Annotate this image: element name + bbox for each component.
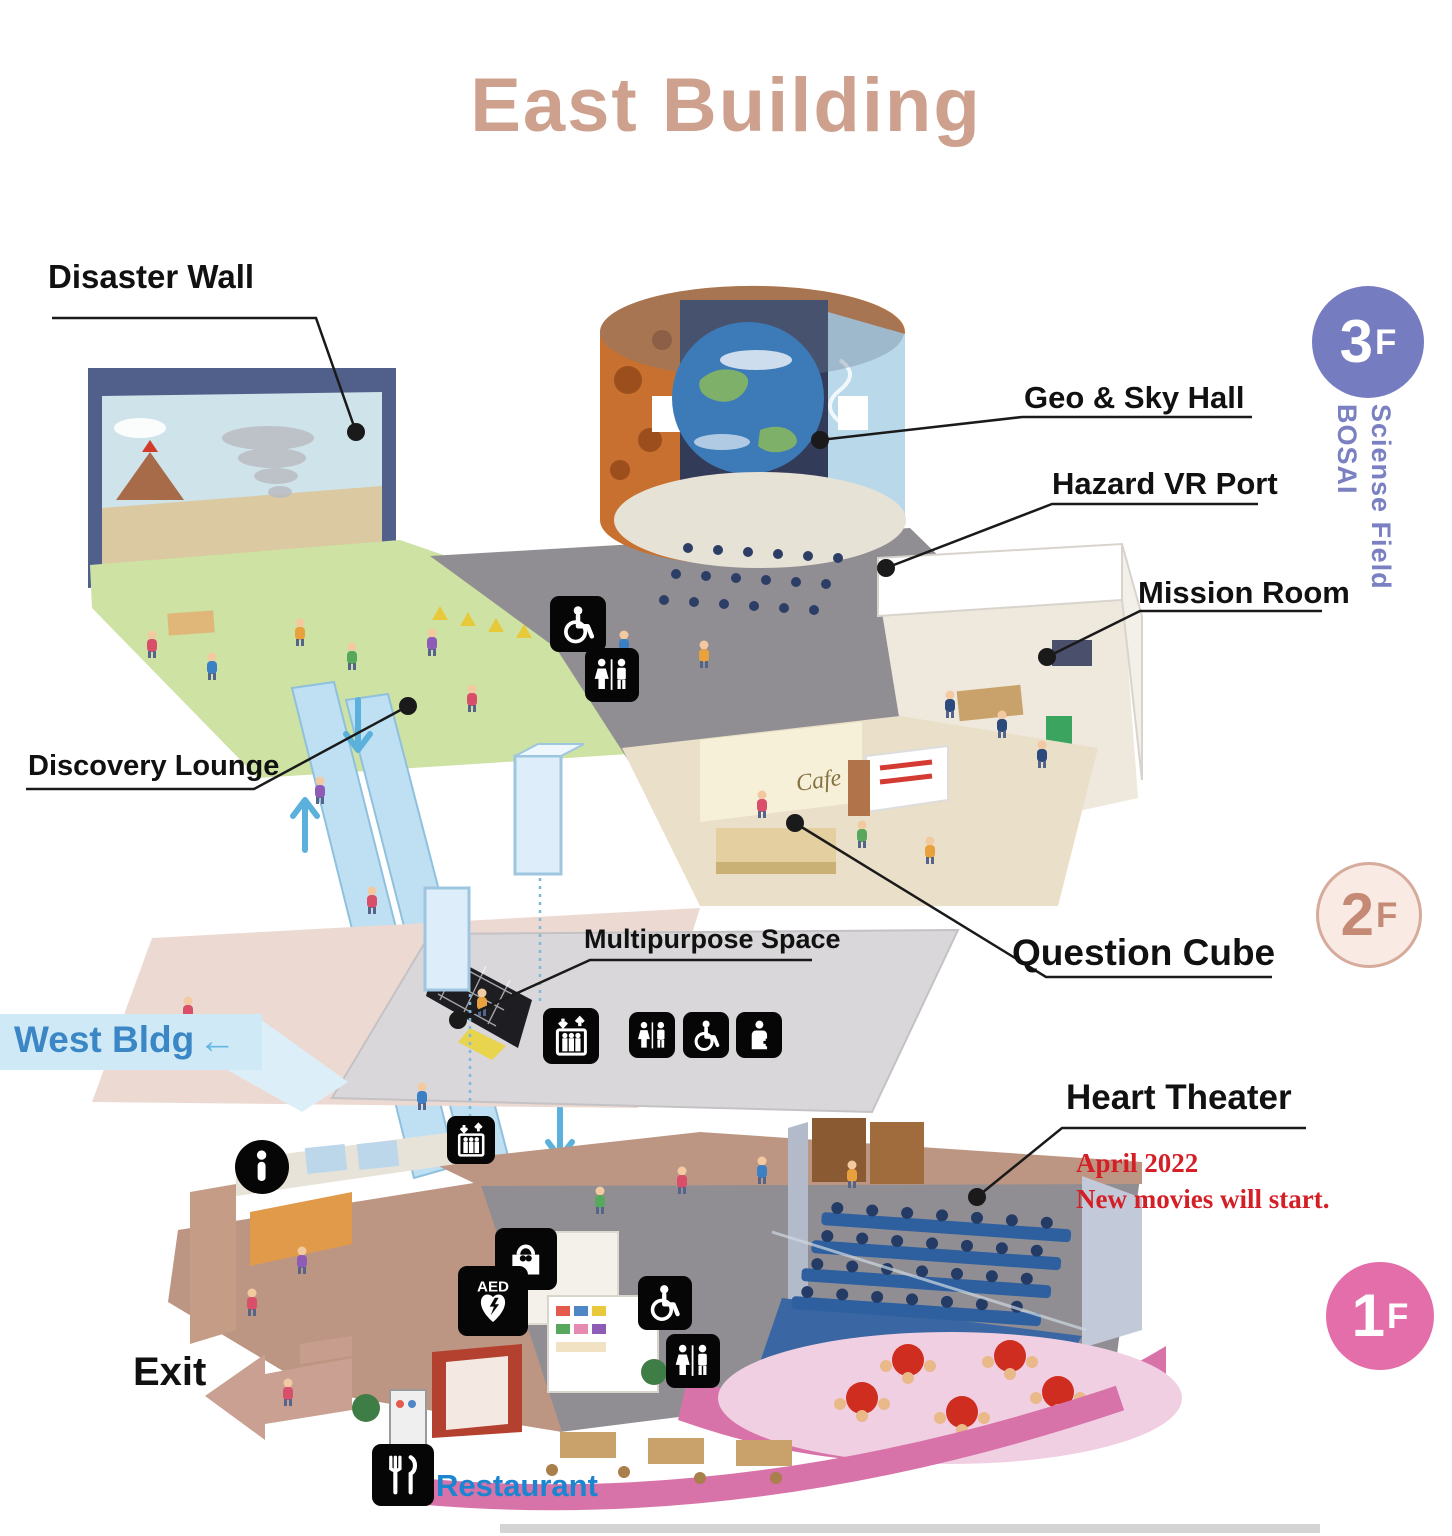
elevator-icon <box>447 1116 495 1164</box>
label-multipurpose-space: Multipurpose Space <box>584 924 841 954</box>
info-icon <box>235 1140 289 1194</box>
escalator-down-arrow <box>343 697 373 753</box>
elevator-icon <box>543 1008 599 1064</box>
floor-2f-suffix: F <box>1375 895 1398 935</box>
label-mission-room: Mission Room <box>1138 575 1350 610</box>
west-bldg-arrow-icon: ← <box>198 1020 236 1062</box>
nursing-room-icon <box>736 1012 782 1058</box>
leader-lines <box>26 316 1322 1198</box>
label-question-cube: Question Cube <box>1012 932 1276 973</box>
wheelchair-icon <box>638 1276 692 1330</box>
volcano <box>116 452 184 500</box>
note-line-2: New movies will start. <box>1076 1183 1330 1214</box>
escalator-up-arrow <box>290 797 320 853</box>
page-title: East Building <box>470 63 982 148</box>
label-discovery-lounge: Discovery Lounge <box>28 750 280 782</box>
leader-dots <box>347 423 1056 1206</box>
restaurant-area <box>426 1332 1182 1511</box>
floor-1f-number: 1 <box>1351 1282 1385 1349</box>
note-line-1: April 2022 <box>1076 1148 1199 1178</box>
restroom-icon <box>629 1012 675 1058</box>
exit-arrow <box>205 1336 352 1440</box>
restroom-icon <box>585 648 639 702</box>
label-geo-sky-hall: Geo & Sky Hall <box>1024 380 1245 415</box>
label-disaster-wall: Disaster Wall <box>48 258 255 295</box>
label-heart-theater: Heart Theater <box>1066 1078 1292 1117</box>
tornado <box>222 426 314 498</box>
wheelchair-icon <box>683 1012 729 1058</box>
geo-sky-hall-structure <box>600 285 906 615</box>
aed-icon: AED <box>458 1266 528 1336</box>
heart-theater-note: April 2022 New movies will start. <box>1076 1146 1329 1217</box>
label-restaurant: Restaurant <box>436 1468 598 1503</box>
floor-1f-suffix: F <box>1386 1296 1409 1336</box>
elevator-shaft <box>423 743 585 1118</box>
label-sciense-field: Sciense Field <box>1366 404 1396 590</box>
globe <box>672 322 824 474</box>
restaurant-icon <box>372 1444 434 1506</box>
disaster-wall-exhibit <box>88 368 396 588</box>
label-bosai: BOSAI <box>1332 404 1362 495</box>
floor-2f-number: 2 <box>1340 881 1374 948</box>
floor-1f <box>168 1118 1320 1533</box>
wheelchair-icon <box>550 596 606 652</box>
wood-tables <box>546 1432 792 1484</box>
floor-3f-number: 3 <box>1339 308 1373 375</box>
restroom-icon <box>666 1334 720 1388</box>
label-west-bldg: West Bldg <box>14 1019 195 1060</box>
west-bldg-walkway: West Bldg ← <box>0 1014 262 1070</box>
label-hazard-vr-port: Hazard VR Port <box>1052 466 1278 501</box>
label-exit: Exit <box>133 1350 207 1394</box>
cafe-shop-area <box>622 716 1098 906</box>
floor-3f-suffix: F <box>1374 322 1397 362</box>
svg-text:AED: AED <box>477 1279 509 1296</box>
